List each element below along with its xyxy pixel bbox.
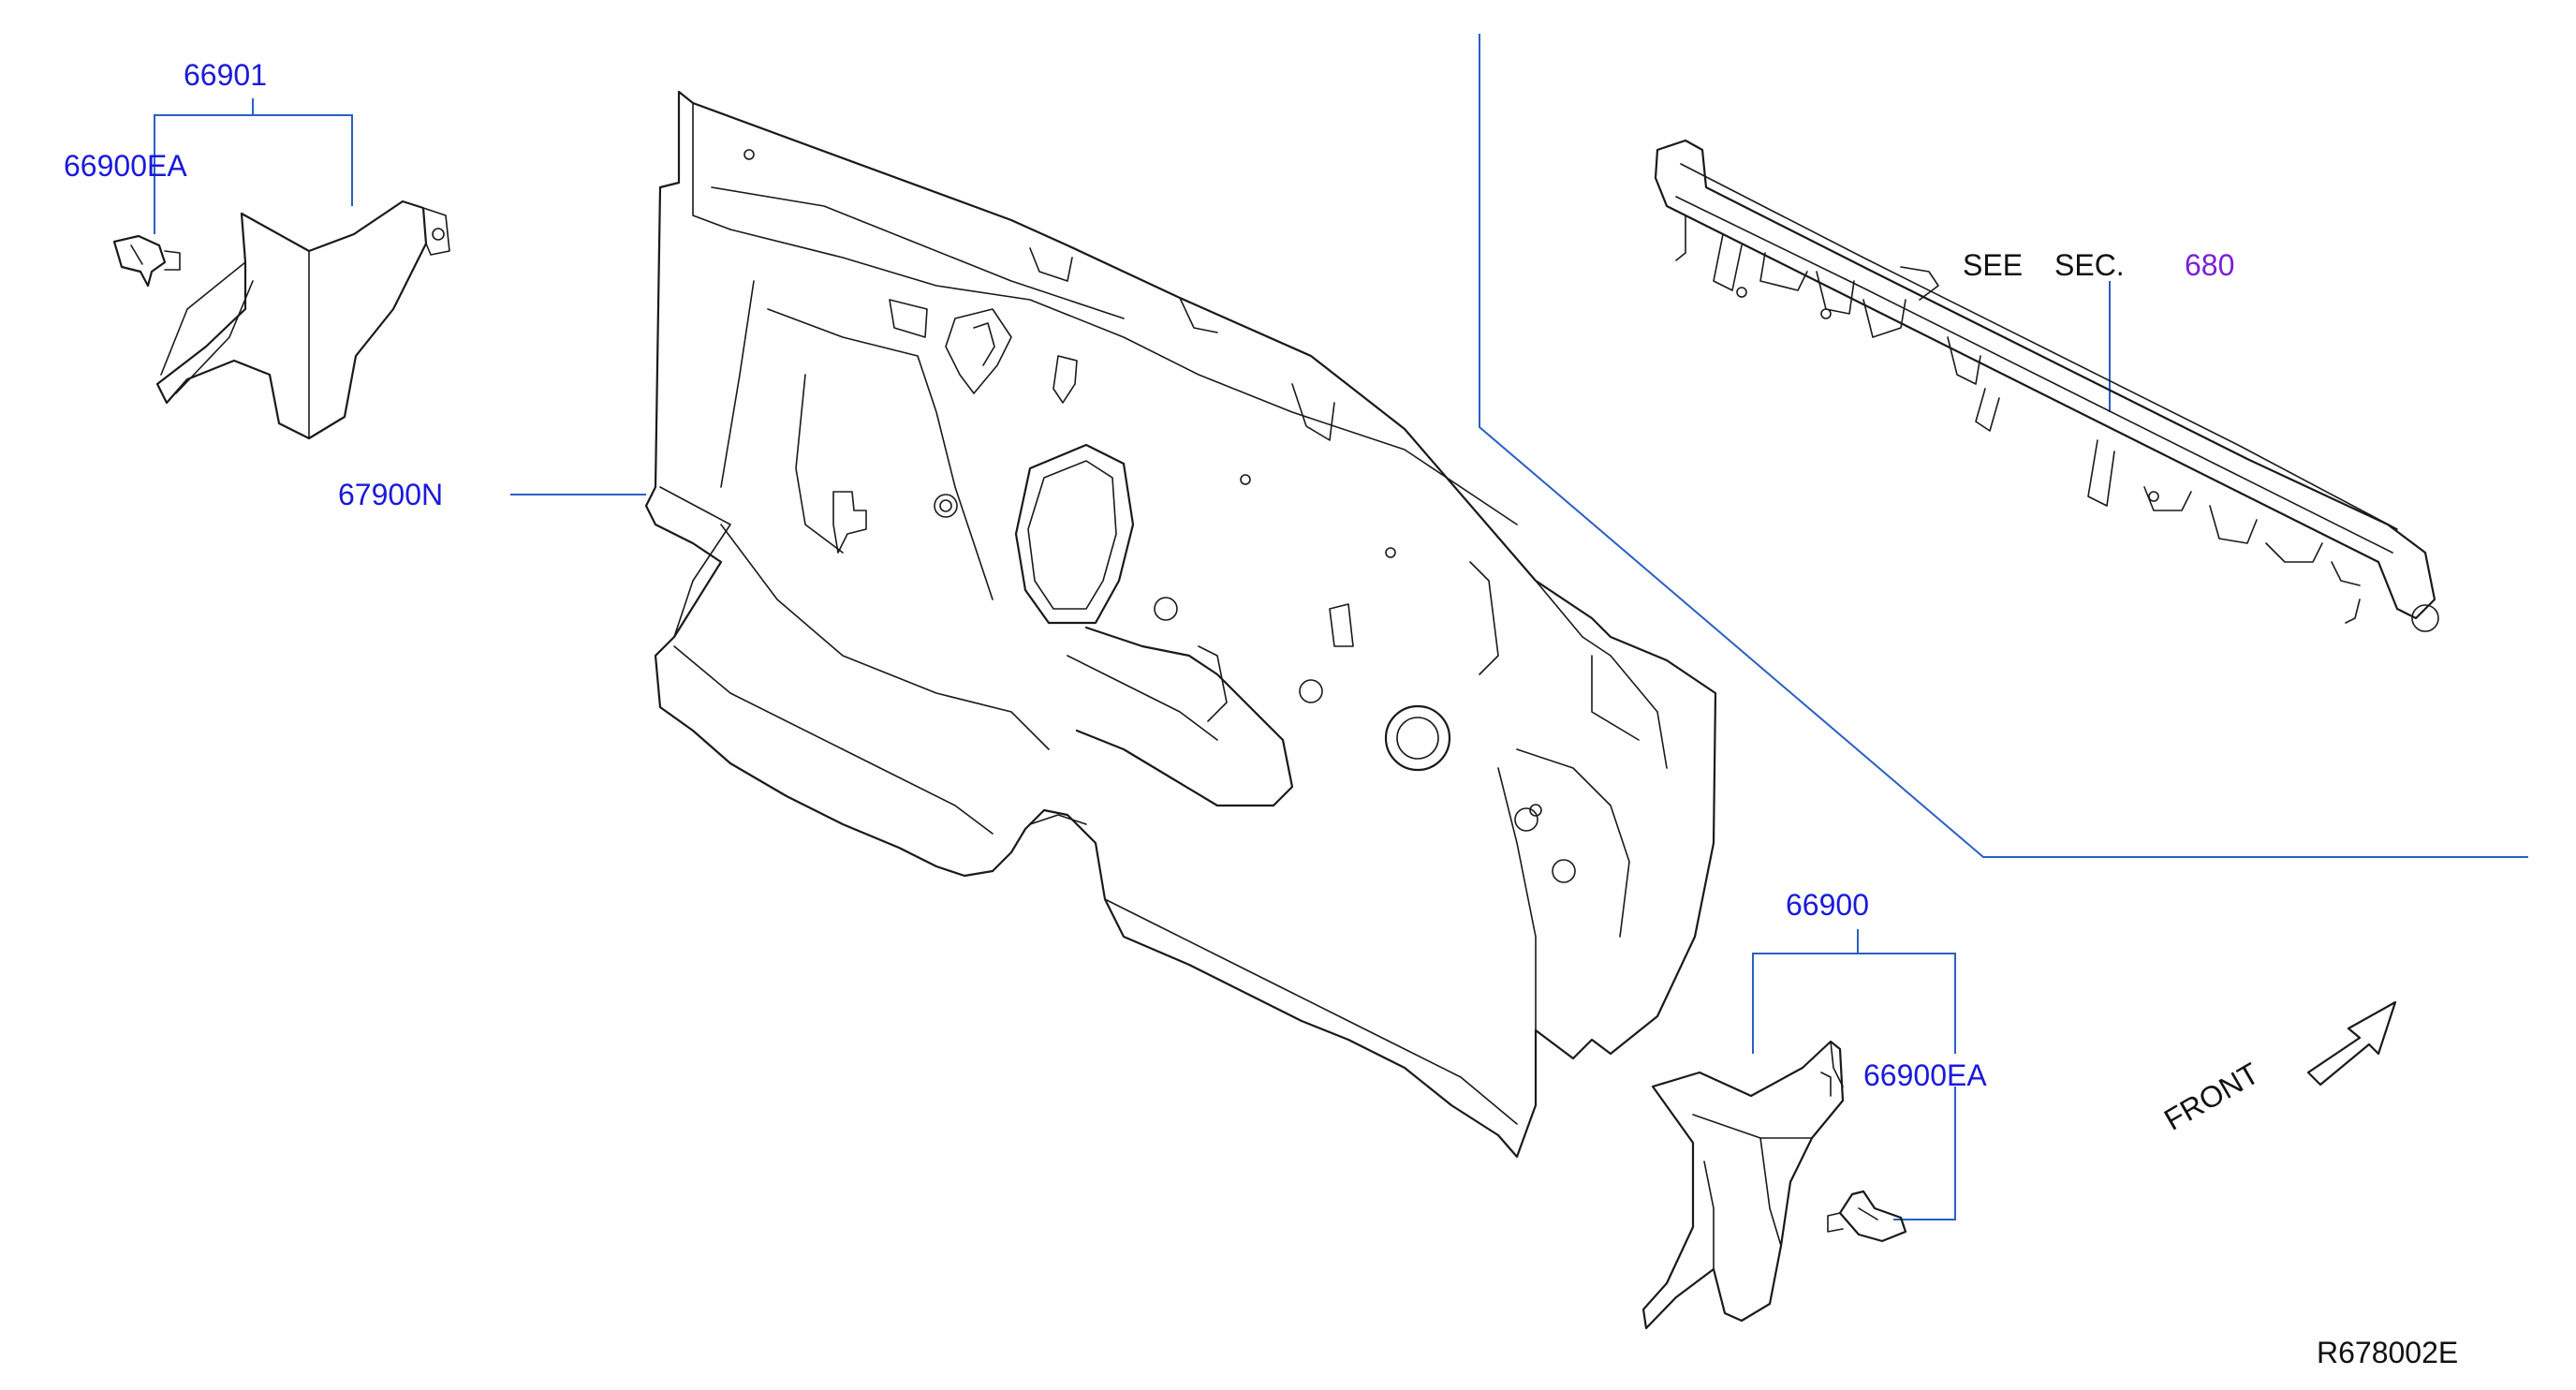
part-number-66900ea-upper[interactable]: 66900EA [64, 149, 187, 183]
dash-side-cover-lower[interactable] [1641, 1040, 1845, 1330]
see-text: SEE [1963, 248, 2024, 282]
steering-member[interactable] [1654, 139, 2439, 632]
dash-insulator[interactable] [644, 90, 1717, 1159]
diagram-code: R678002E [2317, 1336, 2459, 1369]
part-number-66900ea-lower[interactable]: 66900EA [1863, 1058, 1987, 1092]
clip-upper[interactable] [112, 234, 181, 288]
dash-side-cover-upper[interactable] [155, 200, 450, 440]
part-number-67900n[interactable]: 67900N [338, 478, 444, 511]
part-number-66901[interactable]: 66901 [184, 58, 267, 92]
front-arrow-icon [2306, 1000, 2397, 1087]
section-ref-680[interactable]: 680 [2185, 248, 2235, 282]
clip-lower[interactable] [1827, 1190, 1907, 1243]
leader-lines [154, 34, 2528, 1220]
sec-text: SEC. [2054, 248, 2125, 282]
part-number-66900[interactable]: 66900 [1786, 888, 1869, 922]
